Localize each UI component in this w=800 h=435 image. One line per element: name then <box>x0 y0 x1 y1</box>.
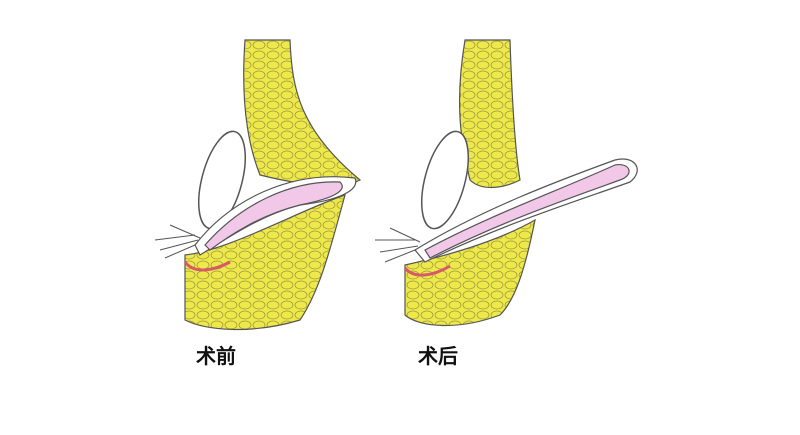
before-upper-fat <box>243 39 362 187</box>
before-nerves <box>154 224 201 259</box>
before-diagram <box>154 39 362 331</box>
before-label: 术前 <box>196 344 236 368</box>
after-red-edge <box>403 264 451 277</box>
before-lower-fat <box>184 194 346 331</box>
after-label: 术后 <box>418 344 458 368</box>
after-bladder <box>420 130 470 230</box>
before-red-edge <box>183 260 231 272</box>
after-diagram <box>375 39 638 327</box>
after-upper-fat <box>458 39 521 189</box>
after-shaft <box>424 163 630 259</box>
after-lower-fat <box>404 218 536 327</box>
after-nerves <box>375 227 421 263</box>
before-shaft <box>204 181 343 251</box>
